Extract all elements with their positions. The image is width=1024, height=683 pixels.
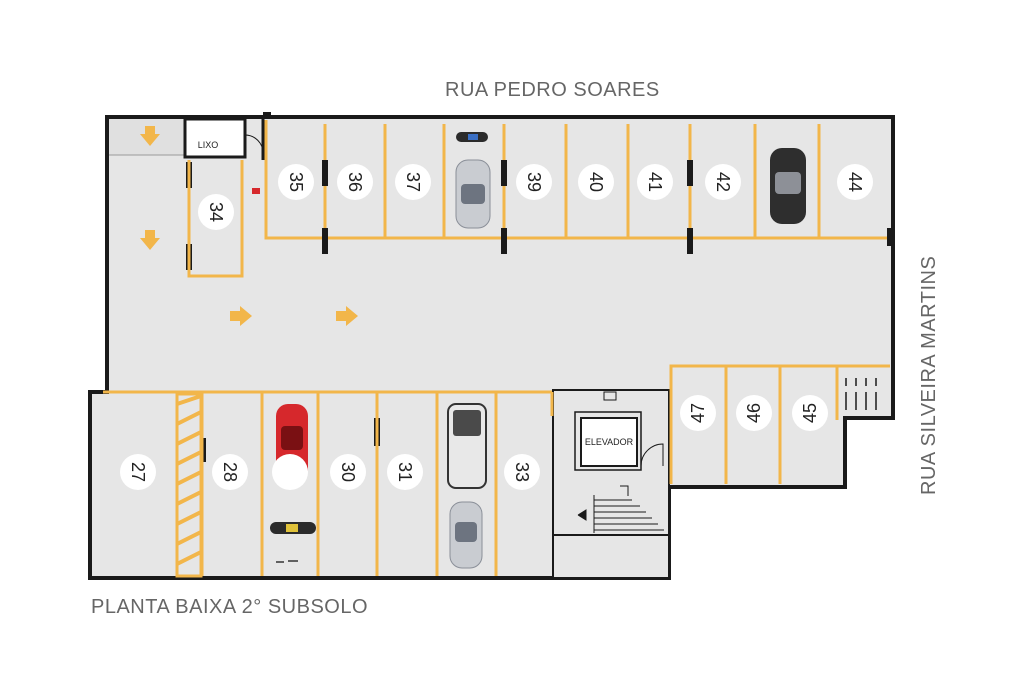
space-40[interactable]: 40 — [586, 172, 606, 192]
space-42[interactable]: 42 — [713, 172, 733, 192]
right-arrow-icon — [230, 306, 358, 326]
space-28[interactable]: 28 — [220, 462, 240, 482]
space-badges — [120, 164, 873, 490]
space-46[interactable]: 46 — [744, 403, 764, 423]
elevator-label: ELEVADOR — [585, 437, 634, 447]
elevator-marker — [603, 391, 617, 401]
right-row-outline — [669, 364, 890, 484]
floor-marks — [276, 560, 298, 563]
car-icon — [447, 403, 487, 489]
space-34-outline — [187, 160, 244, 278]
motorcycle-icon — [270, 522, 316, 534]
plan-caption: PLANTA BAIXA 2° SUBSOLO — [91, 596, 369, 618]
space-37[interactable]: 37 — [403, 172, 423, 192]
top-row-outline — [264, 120, 890, 240]
bike-rack — [840, 372, 888, 412]
space-36[interactable]: 36 — [345, 172, 365, 192]
extinguisher-icon — [252, 188, 260, 194]
stairs-icon — [577, 485, 664, 533]
motorcycle-icon — [456, 132, 488, 142]
down-arrow-icon — [140, 126, 160, 250]
trash-room-label: LIXO — [198, 140, 219, 150]
space-30[interactable]: 30 — [338, 462, 358, 482]
space-39[interactable]: 39 — [524, 172, 544, 192]
space-35[interactable]: 35 — [286, 172, 306, 192]
space-47[interactable]: 47 — [688, 403, 708, 423]
elevator[interactable] — [580, 417, 638, 467]
trash-room — [183, 117, 247, 159]
street-label-top: RUA PEDRO SOARES — [445, 79, 660, 101]
space-41[interactable]: 41 — [645, 172, 665, 192]
space-34[interactable]: 34 — [206, 202, 226, 222]
car-icon — [449, 501, 483, 569]
car-icon — [455, 159, 491, 229]
car-icon — [770, 148, 806, 224]
space-31[interactable]: 31 — [395, 462, 415, 482]
space-44[interactable]: 44 — [845, 172, 865, 192]
space-33[interactable]: 33 — [512, 462, 532, 482]
space-27[interactable]: 27 — [128, 462, 148, 482]
no-parking-hatch — [175, 392, 203, 578]
space-45[interactable]: 45 — [800, 403, 820, 423]
